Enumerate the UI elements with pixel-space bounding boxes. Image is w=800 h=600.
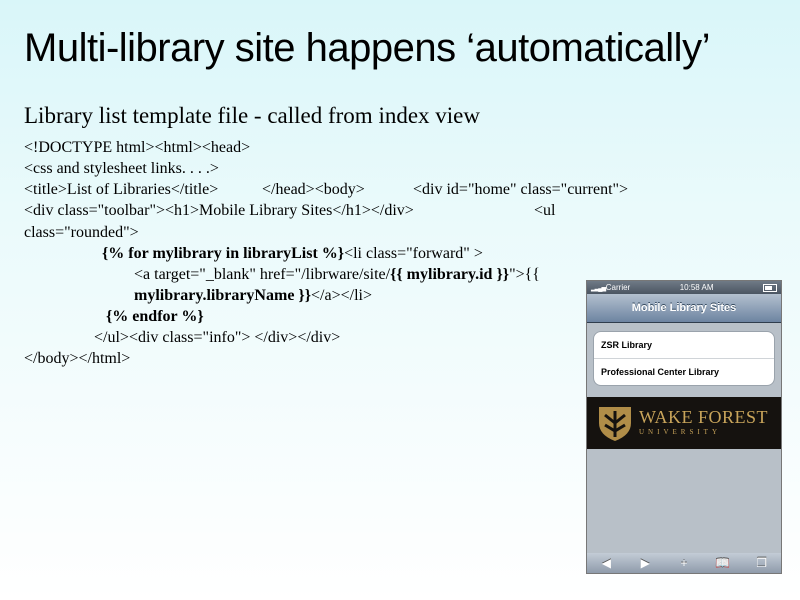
library-list: ZSR Library Professional Center Library <box>593 331 775 386</box>
phone-screenshot: ▂▃▄▅ Carrier 10:58 AM Mobile Library Sit… <box>586 280 782 574</box>
forward-icon[interactable]: ▶ <box>640 556 650 570</box>
code-line-11: </body></html> <box>24 350 131 367</box>
code-line-9: {% endfor %} <box>106 306 204 327</box>
code-line-3a: <title>List of Libraries</title> <box>24 181 219 198</box>
code-line-6-loop: {% for mylibrary in libraryList %} <box>102 245 345 262</box>
add-icon[interactable]: + <box>680 556 688 570</box>
pages-icon[interactable]: ❐ <box>756 556 767 570</box>
signal-icon: ▂▃▄▅ <box>591 286 606 292</box>
wake-forest-logo: WAKE FOREST UNIVERSITY <box>639 408 768 438</box>
code-line-7-id: {{ mylibrary.id }} <box>390 266 510 283</box>
code-line-7: <a target="_blank" href="/librware/site/… <box>134 264 540 285</box>
code-line-2: <css and stylesheet links. . . .> <box>24 160 219 177</box>
browser-bottom-bar: ◀ ▶ + 📖 ❐ <box>587 553 781 573</box>
code-line-9-endfor: {% endfor %} <box>106 308 204 325</box>
code-line-8-name: mylibrary.libraryName }} <box>134 287 312 304</box>
code-line-4b: <ul <box>534 202 556 219</box>
code-line-1: <!DOCTYPE html><html><head> <box>24 139 251 156</box>
wake-forest-banner: WAKE FOREST UNIVERSITY <box>587 397 781 449</box>
code-line-5: class="rounded"> <box>24 224 139 241</box>
wake-forest-shield-icon <box>599 407 631 441</box>
bookmarks-icon[interactable]: 📖 <box>715 556 731 570</box>
code-line-8: mylibrary.libraryName }}</a></li> <box>134 285 372 306</box>
battery-icon <box>763 283 777 292</box>
code-line-7-close: ">{{ <box>509 266 540 283</box>
slide-title: Multi-library site happens ‘automaticall… <box>24 26 710 70</box>
clock: 10:58 AM <box>679 283 714 292</box>
code-line-4a: <div class="toolbar"><h1>Mobile Library … <box>24 202 414 219</box>
status-bar: ▂▃▄▅ Carrier 10:58 AM <box>587 281 781 294</box>
code-line-7-href: <a target="_blank" href="/librware/site/ <box>134 266 391 283</box>
back-icon[interactable]: ◀ <box>601 556 611 570</box>
library-item-professional-center[interactable]: Professional Center Library <box>601 367 720 377</box>
library-item-zsr[interactable]: ZSR Library <box>594 332 774 359</box>
slide-subtitle: Library list template file - called from… <box>24 103 481 128</box>
code-line-10: </ul><div class="info"> </div></div> <box>94 329 341 346</box>
code-line-3c: <div id="home" class="current"> <box>413 181 629 198</box>
code-line-8-tag: </a></li> <box>311 287 373 304</box>
wake-forest-university: UNIVERSITY <box>639 428 721 436</box>
code-line-3b: </head><body> <box>262 181 365 198</box>
wake-forest-name: WAKE FOREST <box>639 407 769 427</box>
code-line-6-tag: <li class="forward" > <box>344 245 483 262</box>
code-line-6: {% for mylibrary in libraryList %}<li cl… <box>102 243 483 264</box>
carrier-label: ▂▃▄▅ Carrier <box>591 283 631 292</box>
phone-toolbar: Mobile Library Sites <box>587 294 781 323</box>
